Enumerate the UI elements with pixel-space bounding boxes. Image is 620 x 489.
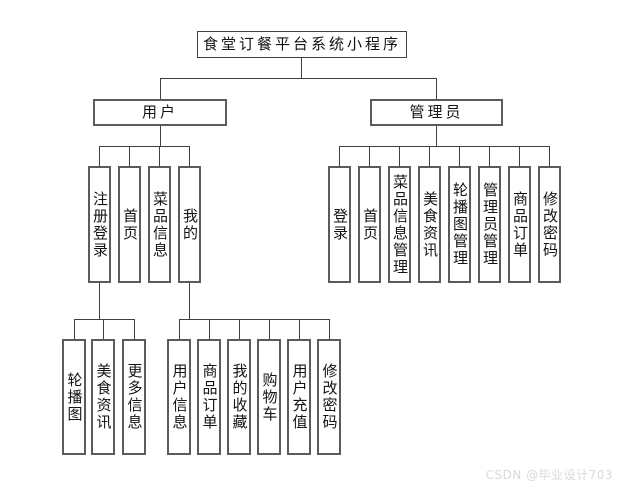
connector-line	[99, 283, 100, 319]
node-home-user: 首页	[118, 166, 141, 283]
node-product-orders-user: 商品订单	[197, 339, 221, 455]
node-register-login: 注册登录	[88, 166, 111, 283]
node-login: 登录	[328, 166, 351, 283]
connector-line	[489, 146, 490, 166]
node-food-news-user: 美食资讯	[91, 339, 115, 455]
connector-line	[99, 146, 100, 166]
connector-line	[160, 126, 161, 146]
node-user-recharge: 用户充值	[287, 339, 311, 455]
connector-line	[299, 319, 300, 339]
node-more-info: 更多信息	[122, 339, 146, 455]
node-admin: 管理员	[370, 99, 503, 126]
node-banner-mgmt: 轮播图管理	[448, 166, 471, 283]
connector-line	[269, 319, 270, 339]
connector-line	[301, 58, 302, 78]
connector-line	[339, 146, 340, 166]
connector-line	[459, 146, 460, 166]
connector-line	[103, 319, 104, 339]
connector-line	[519, 146, 520, 166]
connector-line	[549, 146, 550, 166]
node-banner: 轮播图	[62, 339, 86, 455]
node-change-password-admin: 修改密码	[538, 166, 561, 283]
connector-line	[74, 319, 75, 339]
node-dish-info-mgmt: 菜品信息管理	[388, 166, 411, 283]
node-admin-mgmt: 管理员管理	[478, 166, 501, 283]
csdn-watermark: CSDN @毕业设计703	[485, 468, 613, 482]
connector-line	[339, 146, 550, 147]
connector-line	[399, 146, 400, 166]
connector-line	[160, 78, 161, 99]
node-cart: 购物车	[257, 339, 281, 455]
node-root-title: 食堂订餐平台系统小程序	[197, 31, 407, 58]
node-change-password-user: 修改密码	[317, 339, 341, 455]
connector-line	[189, 146, 190, 166]
connector-line	[189, 283, 190, 319]
connector-line	[329, 319, 330, 339]
connector-line	[159, 146, 160, 166]
connector-line	[179, 319, 330, 320]
connector-line	[369, 146, 370, 166]
connector-line	[129, 146, 130, 166]
node-user-info: 用户信息	[167, 339, 191, 455]
connector-line	[429, 146, 430, 166]
node-mine: 我的	[178, 166, 201, 283]
connector-line	[160, 78, 437, 79]
node-home-admin: 首页	[358, 166, 381, 283]
connector-line	[99, 146, 190, 147]
connector-line	[74, 319, 135, 320]
connector-line	[179, 319, 180, 339]
node-product-orders-admin: 商品订单	[508, 166, 531, 283]
connector-line	[209, 319, 210, 339]
node-dish-info: 菜品信息	[148, 166, 171, 283]
connector-line	[134, 319, 135, 339]
connector-line	[436, 78, 437, 99]
node-food-news-admin: 美食资讯	[418, 166, 441, 283]
connector-line	[436, 126, 437, 146]
connector-line	[239, 319, 240, 339]
node-my-favorites: 我的收藏	[227, 339, 251, 455]
node-user: 用户	[93, 99, 227, 126]
